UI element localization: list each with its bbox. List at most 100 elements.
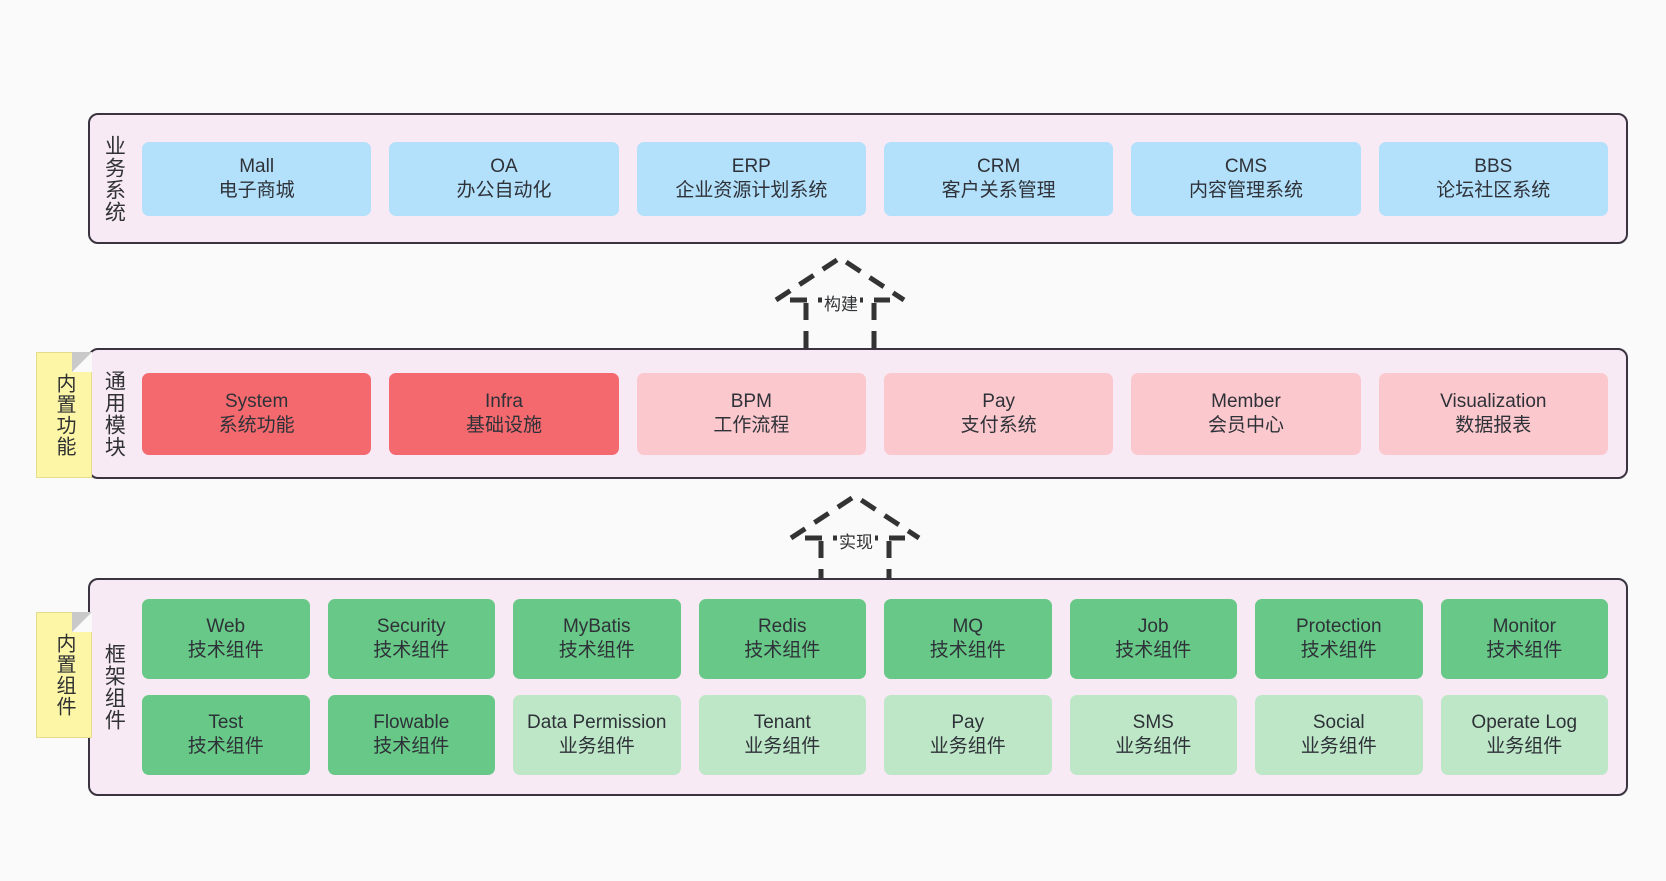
node-bpm[interactable]: BPM 工作流程 <box>636 372 866 455</box>
node-security-subtitle: 技术组件 <box>373 640 450 661</box>
node-tenant-subtitle: 业务组件 <box>744 736 821 757</box>
node-redis-title: Redis <box>757 616 807 638</box>
node-monitor-title: Monitor <box>1492 616 1556 638</box>
node-pay-component-title: Pay <box>951 712 985 734</box>
node-crm-subtitle: 客户关系管理 <box>941 179 1056 201</box>
build-arrow-head <box>774 255 906 303</box>
node-tenant[interactable]: Tenant 业务组件 <box>698 695 866 775</box>
node-infra-title: Infra <box>484 390 523 412</box>
note-builtin-functions: 内置功能 <box>36 352 92 478</box>
layer-common-modules-body: System 系统功能 Infra 基础设施 BPM 工作流程 Pay 支付系统… <box>136 350 1626 477</box>
node-test-title: Test <box>208 712 244 734</box>
node-mall[interactable]: Mall 电子商城 <box>142 141 372 216</box>
node-sms-title: SMS <box>1132 712 1174 734</box>
node-monitor[interactable]: Monitor 技术组件 <box>1440 599 1608 679</box>
node-mall-title: Mall <box>239 155 275 177</box>
node-visualization-subtitle: 数据报表 <box>1455 414 1532 436</box>
node-oa-title: OA <box>490 155 518 177</box>
node-redis-subtitle: 技术组件 <box>744 640 821 661</box>
node-job[interactable]: Job 技术组件 <box>1069 599 1237 679</box>
layer-common-modules: 通用模块 System 系统功能 Infra 基础设施 BPM 工作流程 Pay… <box>88 348 1628 479</box>
node-visualization[interactable]: Visualization 数据报表 <box>1378 372 1608 455</box>
node-security[interactable]: Security 技术组件 <box>327 599 495 679</box>
node-sms[interactable]: SMS 业务组件 <box>1069 695 1237 775</box>
connector-implement-label: 实现 <box>837 528 875 553</box>
node-member[interactable]: Member 会员中心 <box>1131 372 1361 455</box>
node-mq-subtitle: 技术组件 <box>929 640 1006 661</box>
connector-build-label: 构建 <box>822 290 860 315</box>
connector-build: 构建 <box>760 252 920 348</box>
node-social[interactable]: Social 业务组件 <box>1255 695 1423 775</box>
node-system-title: System <box>224 390 289 412</box>
node-job-title: Job <box>1137 616 1169 638</box>
layer-business-systems: 业务系统 Mall 电子商城 OA 办公自动化 ERP 企业资源计划系统 CRM… <box>88 113 1628 244</box>
node-web-subtitle: 技术组件 <box>187 640 264 661</box>
node-pay-component-subtitle: 业务组件 <box>929 736 1006 757</box>
common-modules-row: System 系统功能 Infra 基础设施 BPM 工作流程 Pay 支付系统… <box>142 372 1608 455</box>
node-protection-title: Protection <box>1295 616 1382 638</box>
node-system-subtitle: 系统功能 <box>218 414 295 436</box>
node-crm[interactable]: CRM 客户关系管理 <box>883 141 1114 216</box>
implement-arrow-head <box>789 493 921 541</box>
framework-tech-row: Web 技术组件 Security 技术组件 MyBatis 技术组件 Redi… <box>142 599 1608 679</box>
node-tenant-title: Tenant <box>753 712 811 734</box>
node-social-title: Social <box>1312 712 1365 734</box>
node-system[interactable]: System 系统功能 <box>142 372 372 455</box>
node-cms-subtitle: 内容管理系统 <box>1188 179 1303 201</box>
node-data-permission-title: Data Permission <box>527 712 667 734</box>
node-data-permission-subtitle: 业务组件 <box>558 736 635 757</box>
note-builtin-functions-label: 内置功能 <box>53 373 75 457</box>
node-bpm-subtitle: 工作流程 <box>713 414 790 436</box>
node-erp-title: ERP <box>731 155 771 177</box>
node-oa-subtitle: 办公自动化 <box>456 179 552 201</box>
node-flowable-subtitle: 技术组件 <box>373 736 450 757</box>
node-protection-subtitle: 技术组件 <box>1300 640 1377 661</box>
node-infra[interactable]: Infra 基础设施 <box>389 372 619 455</box>
node-oa[interactable]: OA 办公自动化 <box>389 141 619 216</box>
connector-implement: 实现 <box>775 490 935 586</box>
node-monitor-subtitle: 技术组件 <box>1486 640 1563 661</box>
node-web[interactable]: Web 技术组件 <box>142 599 310 679</box>
node-protection[interactable]: Protection 技术组件 <box>1255 599 1423 679</box>
node-bbs-title: BBS <box>1474 155 1513 177</box>
node-bpm-title: BPM <box>730 390 772 412</box>
node-member-subtitle: 会员中心 <box>1207 414 1284 436</box>
node-mybatis-subtitle: 技术组件 <box>558 640 635 661</box>
node-flowable[interactable]: Flowable 技术组件 <box>327 695 495 775</box>
node-data-permission[interactable]: Data Permission 业务组件 <box>513 695 681 775</box>
node-erp-subtitle: 企业资源计划系统 <box>675 179 828 201</box>
node-erp[interactable]: ERP 企业资源计划系统 <box>636 141 866 216</box>
node-bbs[interactable]: BBS 论坛社区系统 <box>1378 141 1608 216</box>
node-operate-log-title: Operate Log <box>1471 712 1578 734</box>
layer-business-systems-title: 业务系统 <box>102 134 126 223</box>
node-pay-module-subtitle: 支付系统 <box>960 414 1037 436</box>
layer-business-systems-body: Mall 电子商城 OA 办公自动化 ERP 企业资源计划系统 CRM 客户关系… <box>136 115 1626 242</box>
node-member-title: Member <box>1211 390 1281 412</box>
node-test[interactable]: Test 技术组件 <box>142 695 310 775</box>
node-cms[interactable]: CMS 内容管理系统 <box>1131 141 1361 216</box>
node-security-title: Security <box>376 616 446 638</box>
node-pay-module[interactable]: Pay 支付系统 <box>883 372 1114 455</box>
node-mybatis[interactable]: MyBatis 技术组件 <box>513 599 681 679</box>
business-systems-row: Mall 电子商城 OA 办公自动化 ERP 企业资源计划系统 CRM 客户关系… <box>142 141 1608 216</box>
node-mq-title: MQ <box>952 616 984 638</box>
note-builtin-components: 内置组件 <box>36 612 92 738</box>
node-redis[interactable]: Redis 技术组件 <box>698 599 866 679</box>
node-flowable-title: Flowable <box>373 712 450 734</box>
framework-business-row: Test 技术组件 Flowable 技术组件 Data Permission … <box>142 695 1608 775</box>
node-social-subtitle: 业务组件 <box>1300 736 1377 757</box>
node-visualization-title: Visualization <box>1440 390 1547 412</box>
node-mybatis-title: MyBatis <box>562 616 631 638</box>
node-pay-component[interactable]: Pay 业务组件 <box>884 695 1052 775</box>
node-operate-log-subtitle: 业务组件 <box>1486 736 1563 757</box>
node-web-title: Web <box>206 616 246 638</box>
node-operate-log[interactable]: Operate Log 业务组件 <box>1440 695 1608 775</box>
node-job-subtitle: 技术组件 <box>1115 640 1192 661</box>
node-mq[interactable]: MQ 技术组件 <box>884 599 1052 679</box>
node-mall-subtitle: 电子商城 <box>218 179 295 201</box>
layer-framework-components-body: Web 技术组件 Security 技术组件 MyBatis 技术组件 Redi… <box>136 580 1626 794</box>
note-builtin-components-label: 内置组件 <box>53 633 75 717</box>
node-infra-subtitle: 基础设施 <box>465 414 542 436</box>
node-crm-title: CRM <box>977 155 1021 177</box>
